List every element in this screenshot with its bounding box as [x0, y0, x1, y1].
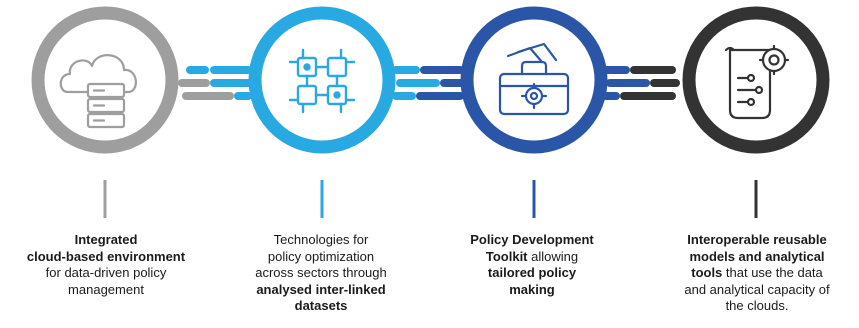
- caption-text: Technologies for: [273, 232, 369, 247]
- caption-text: Integrated: [74, 232, 138, 247]
- caption-text: analysed inter-linked: [256, 281, 386, 297]
- step-toolkit: [460, 6, 608, 218]
- connector-toolkit-to-models: [602, 66, 680, 100]
- caption-text: Interoperable reusable: [687, 232, 827, 247]
- step-cloud: [31, 6, 179, 218]
- caption-text: Toolkit: [485, 248, 528, 264]
- caption-text: tailored policy: [487, 265, 577, 280]
- circuit-chip-icon: [288, 48, 356, 114]
- caption-text: policy optimization: [267, 248, 375, 264]
- cloud-server-icon: [59, 54, 137, 129]
- caption-text: allowing: [527, 248, 579, 264]
- caption-text: and analytical capacity of: [684, 281, 830, 297]
- caption-text: the clouds.: [725, 298, 789, 313]
- caption-text: making: [509, 281, 555, 297]
- caption-text: models and analytical: [689, 248, 825, 264]
- caption-text: that use the data: [722, 265, 823, 280]
- caption-text: for data-driven policy: [45, 265, 167, 280]
- toolkit-briefcase-icon: [498, 42, 570, 116]
- step-models: [682, 6, 830, 218]
- caption-text: tools: [691, 265, 723, 280]
- connector-technologies-to-toolkit: [392, 66, 468, 100]
- caption-text: management: [68, 281, 144, 297]
- document-gear-icon: [724, 44, 790, 120]
- caption-text: datasets: [294, 298, 348, 313]
- caption-text: across sectors through: [255, 265, 387, 280]
- caption-text: cloud-based environment: [26, 248, 186, 264]
- connector-cloud-to-technologies: [178, 66, 256, 100]
- step-technologies: [248, 6, 396, 218]
- caption-text: Policy Development: [470, 232, 594, 247]
